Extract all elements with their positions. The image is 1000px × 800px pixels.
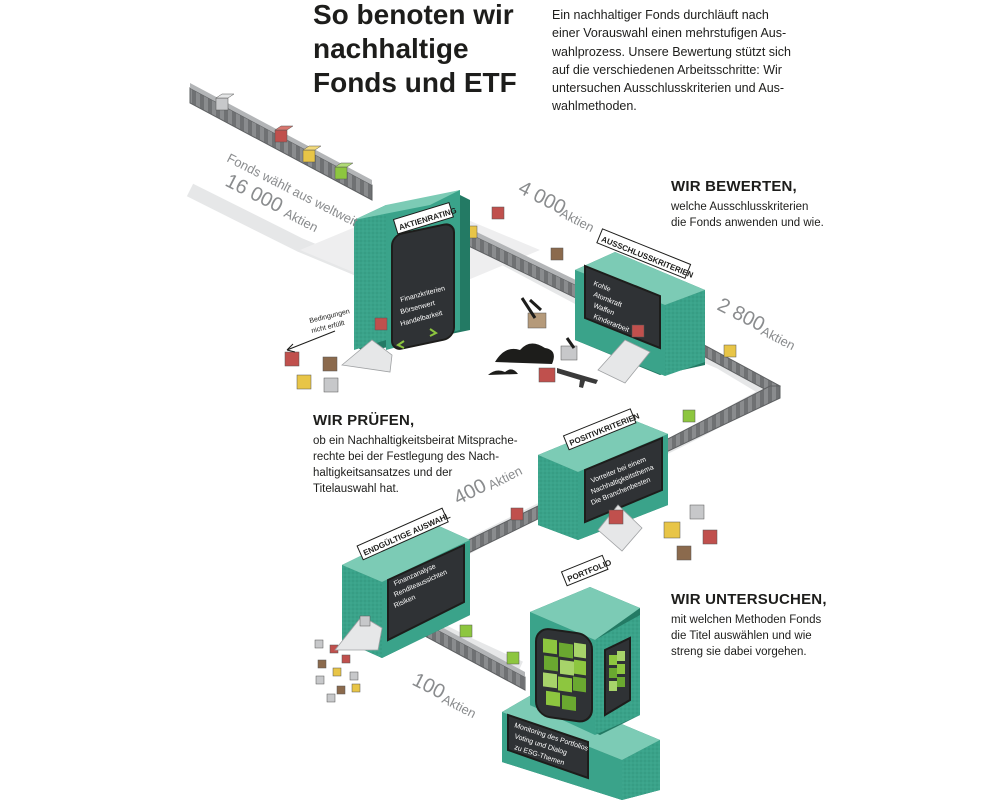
- cube: [676, 545, 692, 561]
- machine-ausschluss: AUSSCHLUSSKRITERIEN Kohle Atomkraft Waff…: [575, 228, 705, 384]
- coal-pile-icon: [488, 369, 518, 375]
- intro-line: auf die verschiedenen Arbeitsschritte: W…: [552, 62, 782, 77]
- machine-screen: [391, 223, 455, 350]
- count-unit: Aktien: [558, 205, 597, 235]
- count-unit: Aktien: [440, 691, 479, 721]
- cube: [336, 685, 346, 695]
- portfolio-holdings: [543, 638, 586, 711]
- intro-line: wahlmethoden.: [552, 99, 637, 114]
- cube: [663, 521, 681, 539]
- block-line: die Titel auswählen und wie: [671, 630, 812, 642]
- count-100: 100 Aktien: [409, 669, 479, 721]
- intro-line: einer Vorauswahl einen mehrstufigen Aus-: [552, 26, 787, 41]
- start-unit: Aktien: [282, 205, 321, 235]
- excluded-items: [488, 297, 598, 388]
- cube: [374, 317, 388, 331]
- machine-screen: [387, 543, 465, 642]
- cube: [334, 162, 354, 180]
- data-cubes: [215, 93, 737, 665]
- cube: [459, 624, 473, 638]
- intro-line: wahlprozess. Unsere Bewertung stützt sic…: [552, 44, 791, 59]
- cube: [550, 247, 564, 261]
- machine-portfolio: PORTFOLIO Monitoring des Portfolios Voti…: [502, 554, 660, 800]
- cube: [723, 344, 737, 358]
- block-line: mit welchen Methoden Fonds: [671, 614, 822, 626]
- cube: [284, 351, 300, 367]
- cube: [506, 651, 520, 665]
- box-icon: [538, 367, 556, 383]
- count-unit: Aktien: [486, 463, 525, 493]
- title-line: So benoten wir: [313, 0, 514, 30]
- cube: [608, 509, 624, 525]
- block-bewerten: WIR BEWERTEN, welche Ausschlusskriterien…: [671, 178, 824, 231]
- count-4000: 4 000 Aktien: [515, 177, 597, 235]
- block-untersuchen: WIR UNTERSUCHEN, mit welchen Methoden Fo…: [671, 591, 827, 660]
- block-text: ob ein Nachhaltigkeitsbeirat Mitsprache-…: [313, 433, 518, 497]
- intro-line: untersuchen Ausschlusskriterien und Aus-: [552, 81, 785, 96]
- cube: [631, 324, 645, 338]
- cube: [359, 615, 371, 627]
- page-title: So benoten wir nachhaltige Fonds und ETF: [313, 0, 543, 100]
- title-line: Fonds und ETF: [313, 67, 517, 98]
- count-2800: 2 800 Aktien: [714, 294, 798, 353]
- block-line: die Fonds anwenden und wie.: [671, 217, 824, 229]
- intro-line: Ein nachhaltiger Fonds durchläuft nach: [552, 8, 769, 22]
- cube: [323, 377, 339, 393]
- cube: [491, 206, 505, 220]
- machine-aktienrating: AKTIENRATING Finanzkriterien Börsenwert …: [341, 190, 470, 373]
- cube: [315, 675, 325, 685]
- block-text: welche Ausschlusskriterien die Fonds anw…: [671, 199, 824, 231]
- cube: [296, 374, 312, 390]
- cube: [349, 671, 359, 681]
- arrow-right-icon: [429, 328, 438, 337]
- arrow-left-icon: [396, 340, 405, 349]
- machine-label: PORTFOLIO: [560, 554, 613, 587]
- machine-screen: [507, 713, 589, 780]
- cube: [682, 409, 696, 423]
- cube: [302, 145, 322, 163]
- block-line: Titelauswahl hat.: [313, 483, 399, 495]
- cube: [702, 529, 718, 545]
- box-icon: [560, 337, 578, 361]
- rifle-icon: [557, 368, 598, 388]
- block-line: welche Ausschlusskriterien: [671, 201, 809, 213]
- rejected-cubes: [284, 351, 718, 703]
- block-line: streng sie dabei vorgehen.: [671, 646, 807, 658]
- title-line: nachhaltige: [313, 33, 469, 64]
- count-number: 2 800: [714, 294, 769, 336]
- block-line: rechte bei der Festlegung des Nach-: [313, 451, 500, 463]
- block-pruefen: WIR PRÜFEN, ob ein Nachhaltigkeitsbeirat…: [313, 412, 518, 497]
- block-title: WIR UNTERSUCHEN,: [671, 591, 827, 608]
- cube: [326, 693, 336, 703]
- machine-endgueltig: ENDGÜLTIGE AUSWAHL Finanzanalyse Rendite…: [334, 507, 470, 658]
- arrow-icon: [286, 330, 336, 353]
- coal-pile-icon: [495, 343, 554, 364]
- cube: [341, 654, 351, 664]
- block-line: ob ein Nachhaltigkeitsbeirat Mitsprache-: [313, 435, 518, 447]
- block-title: WIR PRÜFEN,: [313, 412, 415, 429]
- box-icon: [520, 297, 547, 329]
- chute: [597, 339, 651, 384]
- chute: [341, 339, 393, 373]
- cube: [274, 125, 294, 143]
- count-number: 400: [450, 475, 490, 510]
- cube: [322, 356, 338, 372]
- intro-text: Ein nachhaltiger Fonds durchläuft nach e…: [552, 6, 792, 116]
- cube: [314, 639, 324, 649]
- block-title: WIR BEWERTEN,: [671, 178, 797, 195]
- machine-screen: [584, 436, 663, 524]
- cube: [689, 504, 705, 520]
- count-400: 400 Aktien: [450, 463, 524, 510]
- count-unit: Aktien: [759, 323, 798, 353]
- conditions-note: Bedingungen nicht erfüllt: [286, 308, 351, 353]
- cube: [332, 667, 342, 677]
- cube: [510, 507, 524, 521]
- machine-positiv: POSITIVKRITERIEN Vorreiter bei einem Nac…: [538, 408, 668, 552]
- cube: [317, 659, 327, 669]
- block-text: mit welchen Methoden Fonds die Titel aus…: [671, 612, 827, 660]
- cube: [351, 683, 361, 693]
- cube: [215, 93, 235, 111]
- block-line: haltigkeitsansatzes und der: [313, 467, 453, 479]
